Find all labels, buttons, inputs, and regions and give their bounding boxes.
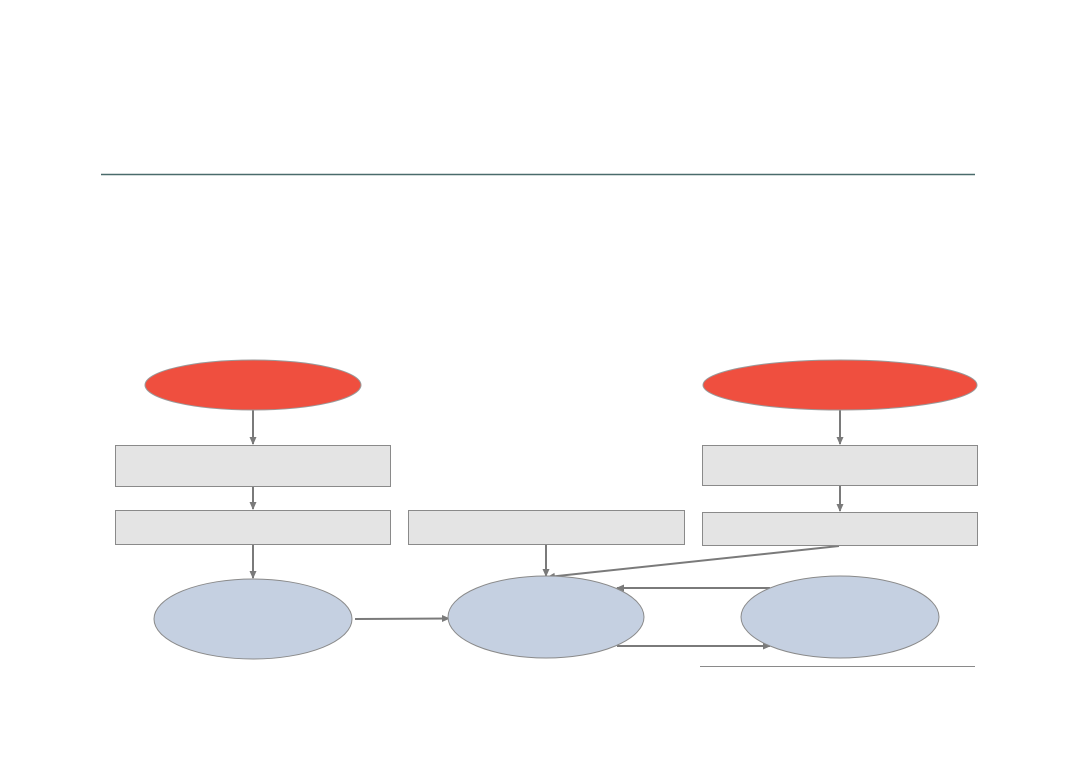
step-box-middle (408, 510, 685, 545)
process-node-center (447, 575, 645, 659)
step-box-left-1-shape (115, 445, 391, 487)
start-node-left (144, 359, 362, 411)
edge-step-right-2-to-process-center (547, 545, 840, 580)
connectors (249, 410, 844, 650)
step-box-left-2-shape (115, 510, 391, 545)
start-node-left-shape (144, 359, 362, 411)
step-box-right-1-shape (702, 445, 978, 486)
process-node-center-shape (447, 575, 645, 659)
process-node-left-shape (153, 578, 353, 660)
step-box-right-2-shape (702, 512, 978, 546)
step-box-middle-shape (408, 510, 685, 545)
process-node-right-shape (740, 575, 940, 659)
process-node-right (740, 575, 940, 659)
step-box-left-1 (115, 445, 391, 487)
edge-process-left-to-process-center (354, 615, 450, 623)
process-node-left (153, 578, 353, 660)
step-box-left-2 (115, 510, 391, 545)
step-box-right-2 (702, 512, 978, 546)
start-node-right-shape (702, 359, 978, 411)
step-box-right-1 (702, 445, 978, 486)
start-node-right (702, 359, 978, 411)
